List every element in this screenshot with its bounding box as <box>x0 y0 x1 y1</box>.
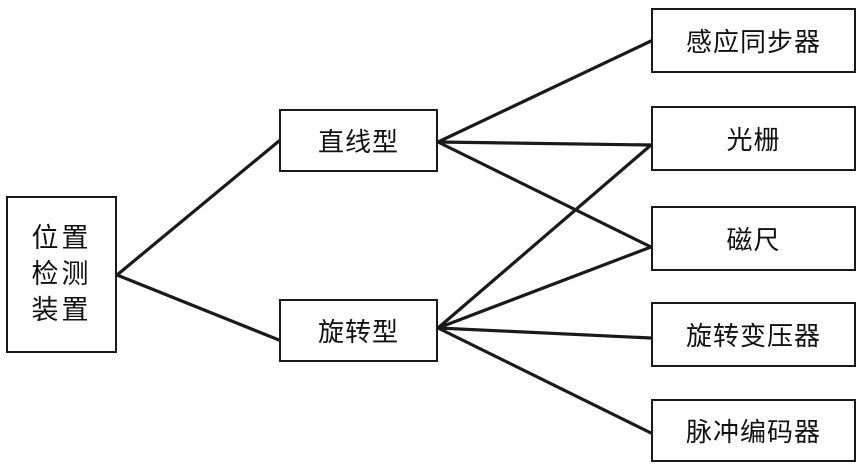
edge-rotary-grating <box>436 143 653 330</box>
node-inductosyn: 感应同步器 <box>651 8 856 73</box>
node-linear-type: 直线型 <box>279 109 438 172</box>
node-pulse-encoder: 脉冲编码器 <box>651 399 856 462</box>
node-label-rotary: 旋转型 <box>317 318 399 348</box>
node-label-root: 位置检测装置 <box>31 222 92 326</box>
edge-linear-inductosyn <box>436 39 653 144</box>
node-label-inductosyn: 感应同步器 <box>685 28 821 58</box>
edge-linear-grating <box>436 140 653 147</box>
node-label-resolver: 旋转变压器 <box>685 322 821 352</box>
node-resolver: 旋转变压器 <box>651 302 856 367</box>
node-label-linear: 直线型 <box>317 128 399 158</box>
edge-rotary-magscale <box>436 245 653 330</box>
node-label-grating: 光栅 <box>726 126 781 156</box>
edge-rotary-encoder <box>436 326 653 435</box>
edge-linear-magscale <box>436 140 653 249</box>
node-magnetic-scale: 磁尺 <box>651 206 856 271</box>
node-grating: 光栅 <box>651 106 856 171</box>
edge-root-linear <box>115 139 281 277</box>
node-position-detection-device: 位置检测装置 <box>6 196 117 353</box>
node-label-encoder: 脉冲编码器 <box>685 418 821 448</box>
node-rotary-type: 旋转型 <box>279 299 438 362</box>
edge-rotary-resolver <box>436 326 653 340</box>
node-label-magscale: 磁尺 <box>726 226 781 256</box>
edge-root-rotary <box>115 273 281 342</box>
